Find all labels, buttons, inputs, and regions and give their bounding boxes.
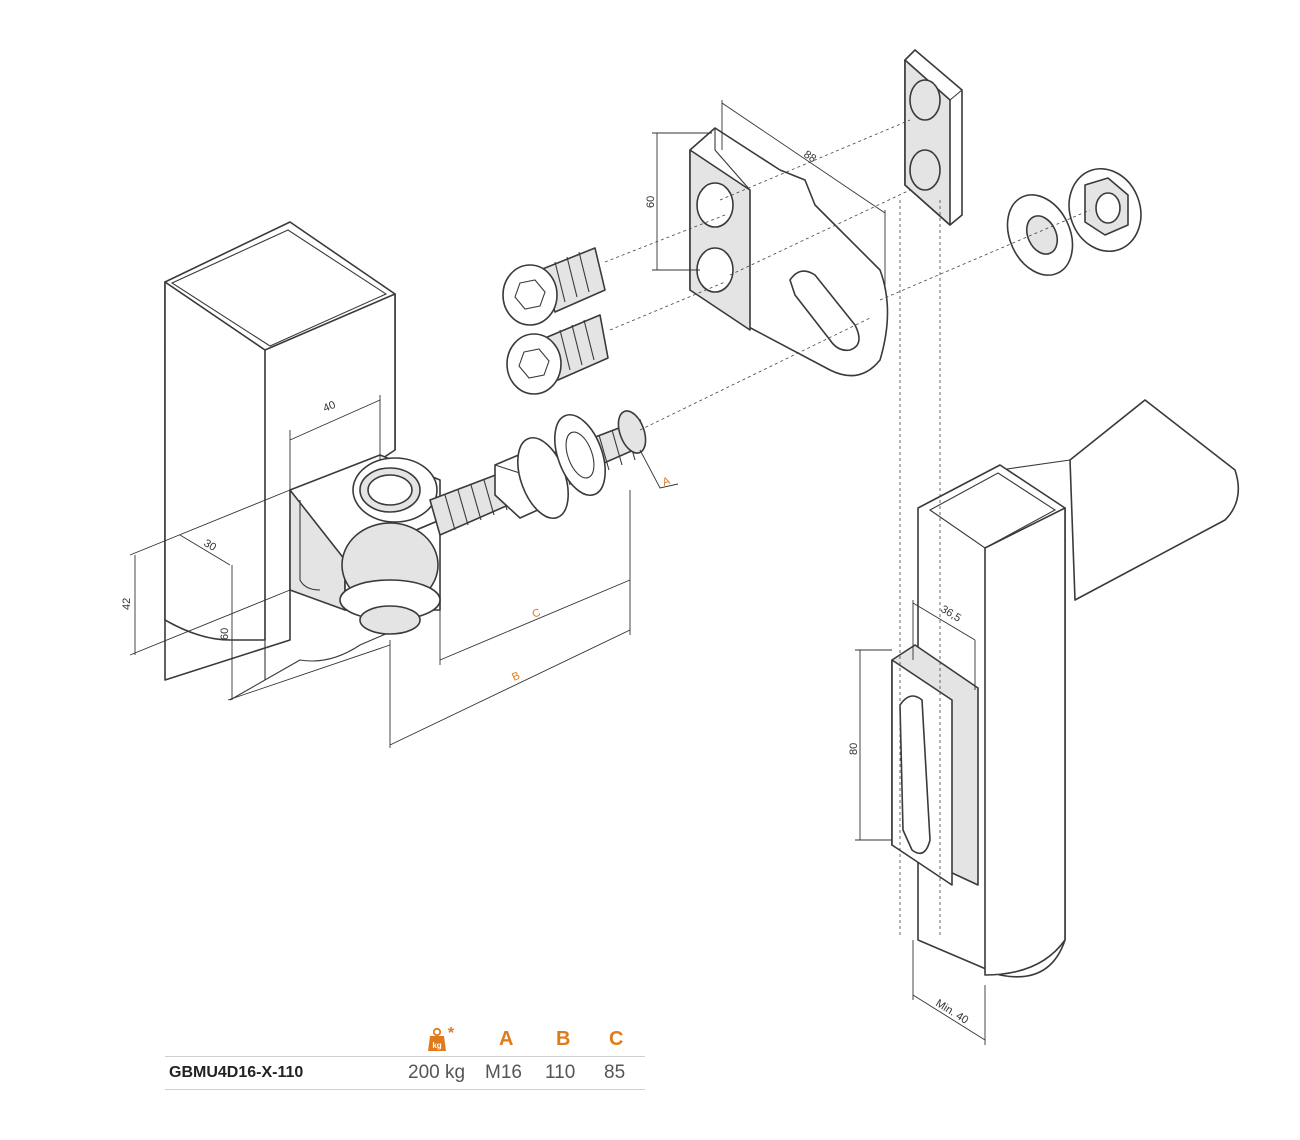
flat-washer xyxy=(1006,194,1074,276)
nut-plate xyxy=(904,49,963,226)
gate-plate xyxy=(689,127,889,377)
socket-bolt-1 xyxy=(502,247,606,326)
dim-min-40: Min. 40 xyxy=(933,997,970,1026)
threaded-bolt xyxy=(429,410,647,536)
weight-icon-label: kg xyxy=(432,1041,441,1050)
dim-A: A xyxy=(661,475,673,489)
spec-table-header: kg * A B C xyxy=(165,1024,645,1056)
dim-40: 40 xyxy=(321,399,337,415)
socket-bolt-2 xyxy=(506,314,609,395)
header-C: C xyxy=(609,1028,624,1050)
dim-42: 42 xyxy=(121,598,133,610)
spec-table-row: GBMU4D16-X-110 200 kg M16 110 85 xyxy=(165,1056,645,1090)
dim-30: 30 xyxy=(201,537,218,554)
gate-post xyxy=(891,399,1240,978)
header-B: B xyxy=(556,1028,571,1050)
A-value: M16 xyxy=(485,1062,522,1083)
spec-table: kg * A B C GBMU4D16-X-110 200 kg M16 110… xyxy=(165,1024,645,1090)
hinge-bracket xyxy=(289,454,441,635)
dim-80: 80 xyxy=(848,743,860,755)
C-value: 85 xyxy=(604,1062,626,1083)
model-code: GBMU4D16-X-110 xyxy=(169,1064,304,1081)
dim-88: 88 xyxy=(801,149,818,166)
dim-60-plate: 60 xyxy=(645,196,657,208)
dim-60-post: 60 xyxy=(219,628,231,640)
weight-icon-star: * xyxy=(448,1026,455,1042)
flange-nut xyxy=(1068,167,1142,253)
B-value: 110 xyxy=(545,1062,576,1083)
header-A: A xyxy=(499,1028,514,1050)
dim-C: C xyxy=(530,607,542,621)
dim-B: B xyxy=(510,670,522,684)
dimension-lines xyxy=(129,100,986,1045)
weight-value: 200 kg xyxy=(408,1062,466,1083)
assembly-lines xyxy=(604,119,1091,935)
weight-icon: kg * xyxy=(428,1026,455,1051)
left-post xyxy=(164,221,396,701)
